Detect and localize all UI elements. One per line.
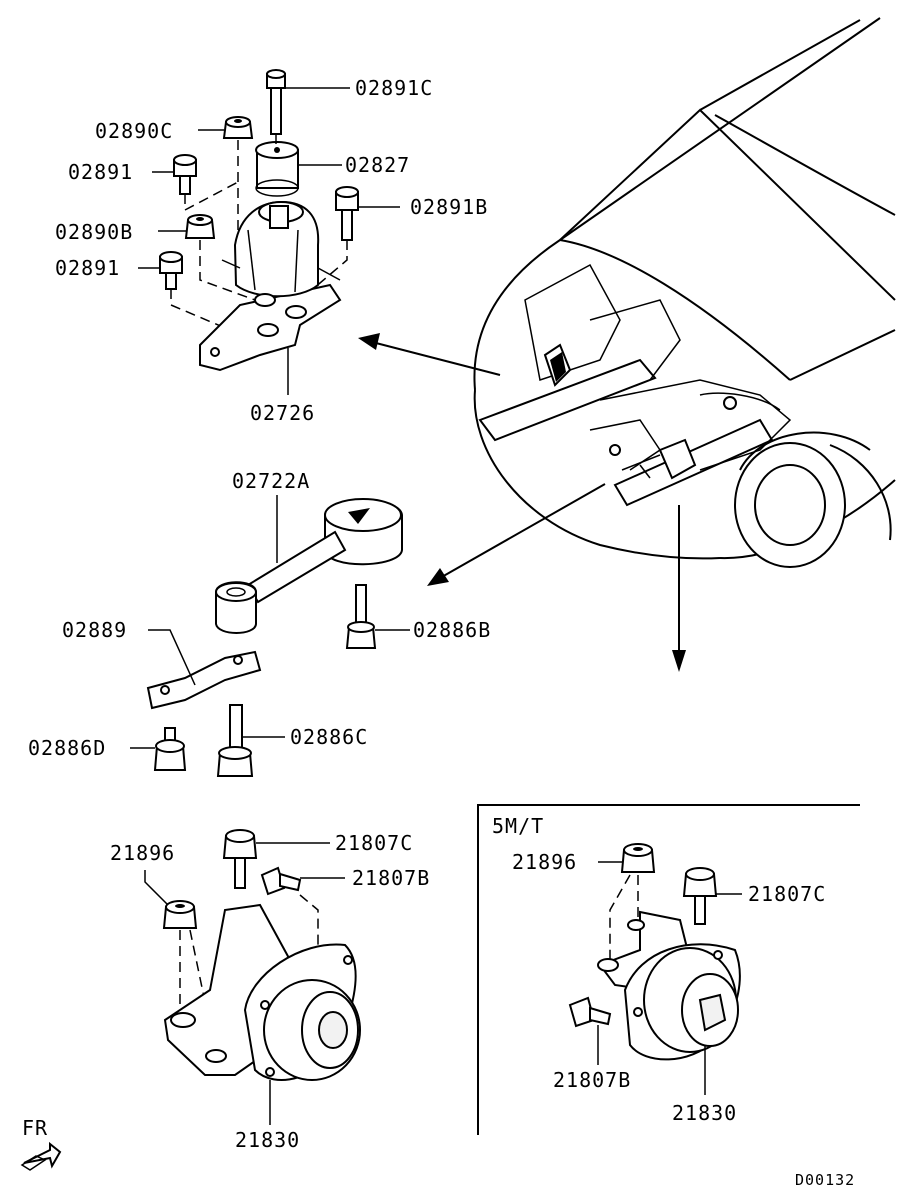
- bracket-02889: [146, 650, 262, 710]
- label-21830-left: 21830: [235, 1128, 300, 1152]
- label-02722A: 02722A: [232, 469, 310, 493]
- label-21807C-right: 21807C: [748, 882, 826, 906]
- bolt-21807C-left: [222, 829, 258, 889]
- transmission-mount-21830-right: [597, 910, 741, 1061]
- label-21807B-left: 21807B: [352, 866, 430, 890]
- label-21830-right: 21830: [672, 1101, 737, 1125]
- label-02890B: 02890B: [55, 220, 133, 244]
- transmission-mount-group-right: [568, 843, 742, 1095]
- label-21896-left: 21896: [110, 841, 175, 865]
- vehicle-front-illustration: [473, 17, 896, 568]
- part-labels: 02891C 02890C 02827 02891 02891B 02890B …: [22, 76, 855, 1187]
- label-21807C-left: 21807C: [335, 831, 413, 855]
- bolt-02891-mid: [159, 251, 183, 290]
- bolt-02891C: [266, 69, 286, 135]
- label-02886D: 02886D: [28, 736, 106, 760]
- bolt-02891B: [335, 186, 359, 241]
- bolt-21807B-right: [568, 996, 612, 1028]
- nut-21896-right: [620, 843, 656, 873]
- bolt-02886C: [216, 704, 254, 777]
- label-02891-top: 02891: [68, 160, 133, 184]
- label-02886C: 02886C: [290, 725, 368, 749]
- rod-mount-group: [130, 495, 410, 777]
- nut-21896-left: [162, 900, 198, 929]
- label-21807B-right: 21807B: [553, 1068, 631, 1092]
- inset-5mt-frame: [477, 804, 860, 1135]
- stopper-02827: [255, 141, 299, 197]
- label-02827: 02827: [345, 153, 410, 177]
- front-direction-indicator: [20, 1141, 62, 1171]
- bolt-21807C-right: [682, 867, 718, 925]
- engine-mount-group: [138, 69, 400, 395]
- label-02886B: 02886B: [413, 618, 491, 642]
- bolt-02891-top: [173, 154, 197, 195]
- label-21896-right: 21896: [512, 850, 577, 874]
- bolt-02886B: [345, 584, 377, 649]
- label-02726: 02726: [250, 401, 315, 425]
- label-02890C: 02890C: [95, 119, 173, 143]
- diagram-code: D00132: [795, 1171, 855, 1187]
- inset-title: 5M/T: [492, 814, 544, 838]
- direction-label: FR: [22, 1116, 48, 1140]
- rod-02722A: [215, 498, 403, 634]
- bolt-02886D: [153, 727, 187, 771]
- location-arrows: [358, 333, 686, 672]
- engine-mount-02726: [199, 200, 342, 372]
- label-02891C: 02891C: [355, 76, 433, 100]
- transmission-mount-21830-left: [163, 903, 361, 1081]
- bolt-21807B-left: [260, 866, 302, 896]
- label-02889: 02889: [62, 618, 127, 642]
- nut-02890B: [184, 214, 216, 239]
- nut-02890C: [222, 116, 254, 139]
- transmission-mount-group-left: [144, 829, 361, 1125]
- label-02891B: 02891B: [410, 195, 488, 219]
- label-02891-mid: 02891: [55, 256, 120, 280]
